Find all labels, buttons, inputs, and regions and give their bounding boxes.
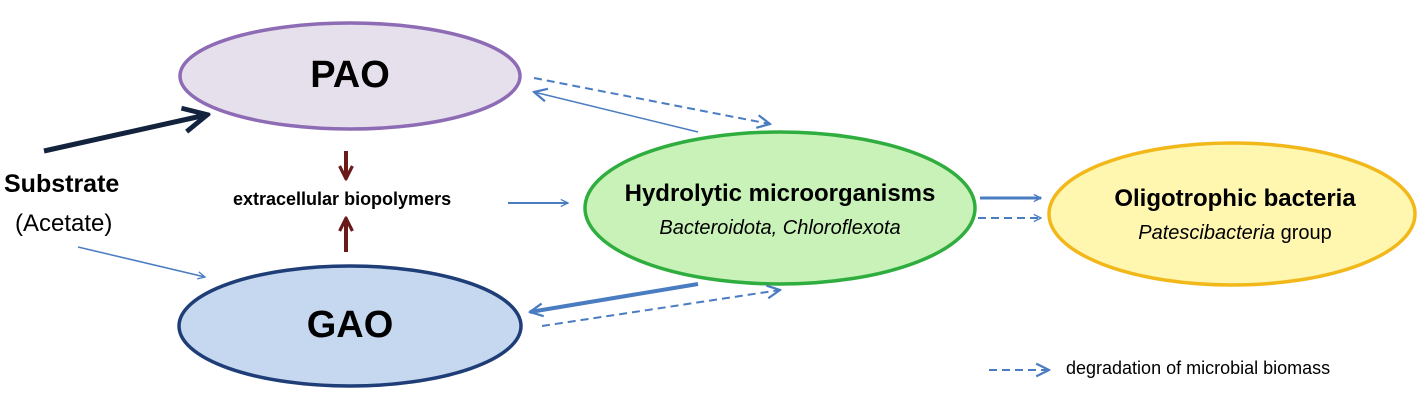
substrate-title: Substrate	[4, 170, 120, 198]
oligotrophic-subtitle: Patescibacteria group	[1070, 222, 1400, 245]
gao-to-hydrolytic-dashed-arrow	[541, 290, 780, 327]
group-text: group	[1275, 222, 1332, 244]
oligotrophic-node	[1047, 141, 1417, 287]
substrate-subtitle: (Acetate)	[15, 210, 113, 237]
hydrolytic-to-pao-arrow	[534, 92, 699, 133]
substrate-to-pao-arrow	[43, 115, 206, 154]
patescibacteria-text: Patescibacteria	[1138, 222, 1276, 244]
gao-label: GAO	[306, 304, 394, 346]
oligotrophic-title: Oligotrophic bacteria	[1114, 185, 1356, 212]
substrate-to-gao-arrow	[77, 246, 205, 277]
biopolymers-label: extracellular biopolymers	[233, 189, 452, 209]
hydrolytic-subtitle: Bacteroidota, Chloroflexota	[659, 217, 901, 239]
hydrolytic-node	[583, 130, 977, 286]
legend-label: degradation of microbial biomass	[1066, 358, 1331, 378]
pao-to-hydrolytic-dashed-arrow	[533, 77, 770, 124]
gao-node	[177, 264, 523, 388]
hydrolytic-to-gao-arrow	[530, 282, 699, 312]
pao-label: PAO	[310, 54, 390, 96]
hydrolytic-title: Hydrolytic microorganisms	[624, 180, 936, 207]
pao-node	[178, 21, 522, 131]
